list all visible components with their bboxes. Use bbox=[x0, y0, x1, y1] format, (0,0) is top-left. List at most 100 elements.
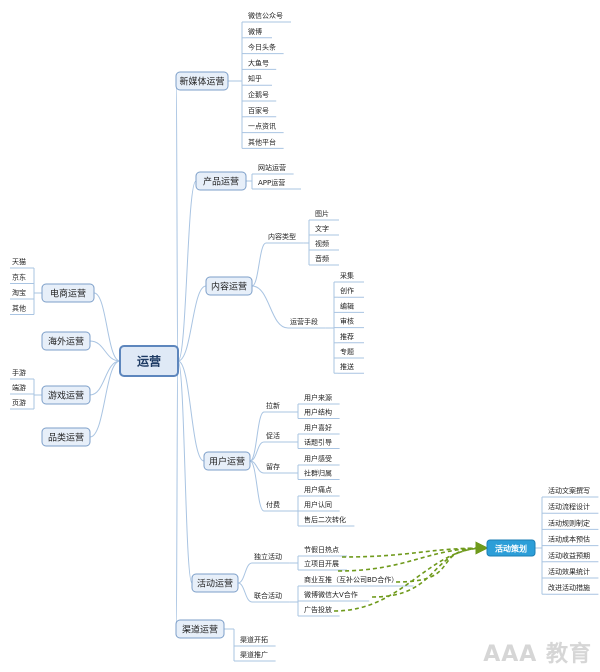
watermark: AAA 教育 bbox=[483, 642, 592, 667]
leaf-3-3-2: 售后二次转化 bbox=[304, 515, 346, 524]
floating-leaf-2: 活动规则制定 bbox=[548, 518, 590, 527]
left-branch-connector-0 bbox=[93, 292, 121, 362]
dashed-arrow-4 bbox=[333, 541, 489, 612]
branch-connector-1 bbox=[177, 180, 197, 362]
leaf-0-6: 百家号 bbox=[248, 106, 269, 115]
leaf-3-3-1: 用户认同 bbox=[304, 500, 332, 509]
branch-2-box bbox=[205, 276, 253, 296]
left-branch-2-label: 游戏运营 bbox=[48, 390, 84, 402]
left-branch-0-label: 电商运营 bbox=[50, 288, 86, 300]
branch-5-box bbox=[175, 619, 225, 639]
left-leaf-0-0: 天猫 bbox=[12, 257, 26, 266]
leaf-0-1: 微博 bbox=[248, 27, 262, 36]
branch-4-box bbox=[191, 573, 239, 593]
leaf-2-1-3: 审核 bbox=[340, 317, 354, 326]
center-node-label: 运营 bbox=[137, 354, 161, 369]
leaf-5-0: 渠道开拓 bbox=[240, 635, 268, 644]
group-connector-3-0 bbox=[249, 411, 265, 462]
branch-3-box bbox=[203, 451, 251, 471]
group-4-1: 联合活动 bbox=[254, 591, 282, 600]
left-branch-connector-1 bbox=[89, 340, 121, 362]
group-3-1: 促活 bbox=[266, 431, 280, 440]
group-3-0: 拉新 bbox=[266, 401, 280, 410]
leaf-5-1: 渠道推广 bbox=[240, 650, 268, 659]
floating-leaf-4: 活动收益预期 bbox=[548, 551, 590, 560]
group-connector-3-3 bbox=[249, 460, 265, 512]
dashed-arrow-1 bbox=[337, 541, 489, 572]
leaf-4-1-1: 微博微信大V合作 bbox=[304, 590, 358, 599]
group-3-2: 留存 bbox=[266, 462, 280, 471]
left-branch-3-box bbox=[41, 427, 91, 447]
left-branch-connector-3 bbox=[89, 360, 121, 438]
branch-0-label: 新媒体运营 bbox=[179, 76, 224, 88]
branch-connector-5 bbox=[175, 360, 179, 630]
leaf-0-4: 知乎 bbox=[248, 74, 262, 83]
leaf-3-3-0: 用户痛点 bbox=[304, 485, 332, 494]
branch-connector-0 bbox=[175, 80, 179, 362]
leaf-0-2: 今日头条 bbox=[248, 43, 276, 52]
leaf-3-1-1: 话题引导 bbox=[304, 438, 332, 447]
leaf-0-7: 一点资讯 bbox=[248, 122, 276, 131]
branch-3-label: 用户运营 bbox=[209, 456, 245, 468]
leaf-3-2-0: 用户感受 bbox=[304, 454, 332, 463]
left-leaf-0-1: 京东 bbox=[12, 273, 26, 282]
leaf-0-0: 微信公众号 bbox=[248, 11, 283, 20]
leaf-2-0-2: 视频 bbox=[315, 239, 329, 248]
dashed-arrow-3 bbox=[371, 541, 489, 598]
branch-2-label: 内容运营 bbox=[211, 281, 247, 293]
branch-1-box bbox=[195, 171, 247, 191]
group-4-0: 独立活动 bbox=[254, 552, 282, 561]
branch-0-box bbox=[175, 71, 229, 91]
leaf-3-0-1: 用户结构 bbox=[304, 408, 332, 417]
left-leaf-2-2: 页游 bbox=[12, 398, 26, 407]
group-connector-2-1 bbox=[251, 285, 289, 329]
floating-leaf-5: 活动效果统计 bbox=[548, 567, 590, 576]
left-leaf-2-0: 手游 bbox=[12, 368, 26, 377]
leaf-2-1-5: 专题 bbox=[340, 347, 354, 356]
leaf-4-0-1: 立项目开展 bbox=[304, 559, 339, 568]
leaf-2-1-2: 编辑 bbox=[340, 301, 354, 310]
leaf-0-5: 企鹅号 bbox=[248, 90, 269, 99]
leaf-1-1: APP运营 bbox=[258, 178, 285, 187]
leaf-2-0-1: 文字 bbox=[315, 224, 329, 233]
leaf-0-8: 其他平台 bbox=[248, 137, 276, 146]
branch-5-label: 渠道运营 bbox=[182, 624, 218, 636]
group-connector-4-0 bbox=[237, 562, 253, 584]
branch-1-label: 产品运营 bbox=[203, 176, 239, 188]
floating-node-label: 活动策划 bbox=[495, 544, 527, 554]
mind-map-nodes: 运营新媒体运营微信公众号微博今日头条大鱼号知乎企鹅号百家号一点资讯其他平台产品运… bbox=[12, 11, 590, 659]
leaf-2-0-3: 音频 bbox=[315, 254, 329, 263]
floating-leaf-6: 改进活动措施 bbox=[548, 583, 590, 592]
group-connector-4-1 bbox=[237, 582, 253, 603]
leaf-3-1-0: 用户喜好 bbox=[304, 423, 332, 432]
left-leaf-2-1: 端游 bbox=[12, 383, 26, 392]
floating-leaf-0: 活动文案撰写 bbox=[548, 486, 590, 495]
leaf-1-0: 网站运营 bbox=[258, 163, 286, 172]
leaf-3-0-0: 用户来源 bbox=[304, 393, 332, 402]
leaf-2-1-0: 采集 bbox=[340, 271, 354, 280]
branch-connector-3 bbox=[177, 360, 205, 462]
leaf-4-0-0: 节假日热点 bbox=[304, 545, 339, 554]
leaf-2-1-6: 推送 bbox=[340, 362, 354, 371]
leaf-4-1-2: 广告投放 bbox=[304, 605, 332, 614]
floating-node-box bbox=[486, 539, 536, 557]
left-leaf-0-2: 淘宝 bbox=[12, 288, 26, 297]
left-leaf-0-3: 其他 bbox=[12, 304, 26, 313]
leaf-4-1-0: 商业互推（互补公司BD合作） bbox=[304, 575, 398, 584]
left-branch-1-box bbox=[41, 331, 91, 351]
center-node-box bbox=[119, 345, 179, 377]
group-connector-2-0 bbox=[251, 242, 267, 287]
left-branch-1-label: 海外运营 bbox=[48, 336, 84, 348]
leaf-2-1-4: 推荐 bbox=[340, 332, 354, 341]
dashed-arrow-0 bbox=[341, 541, 489, 558]
group-3-3: 付费 bbox=[266, 500, 280, 509]
branch-connector-2 bbox=[177, 285, 207, 362]
branch-4-label: 活动运营 bbox=[197, 578, 233, 590]
left-branch-connector-2 bbox=[89, 360, 121, 396]
branch-connector-4 bbox=[177, 360, 193, 584]
group-2-0: 内容类型 bbox=[268, 232, 296, 241]
left-branch-0-box bbox=[41, 283, 95, 303]
left-branch-3-label: 品类运营 bbox=[48, 432, 84, 444]
left-branch-2-box bbox=[41, 385, 91, 405]
